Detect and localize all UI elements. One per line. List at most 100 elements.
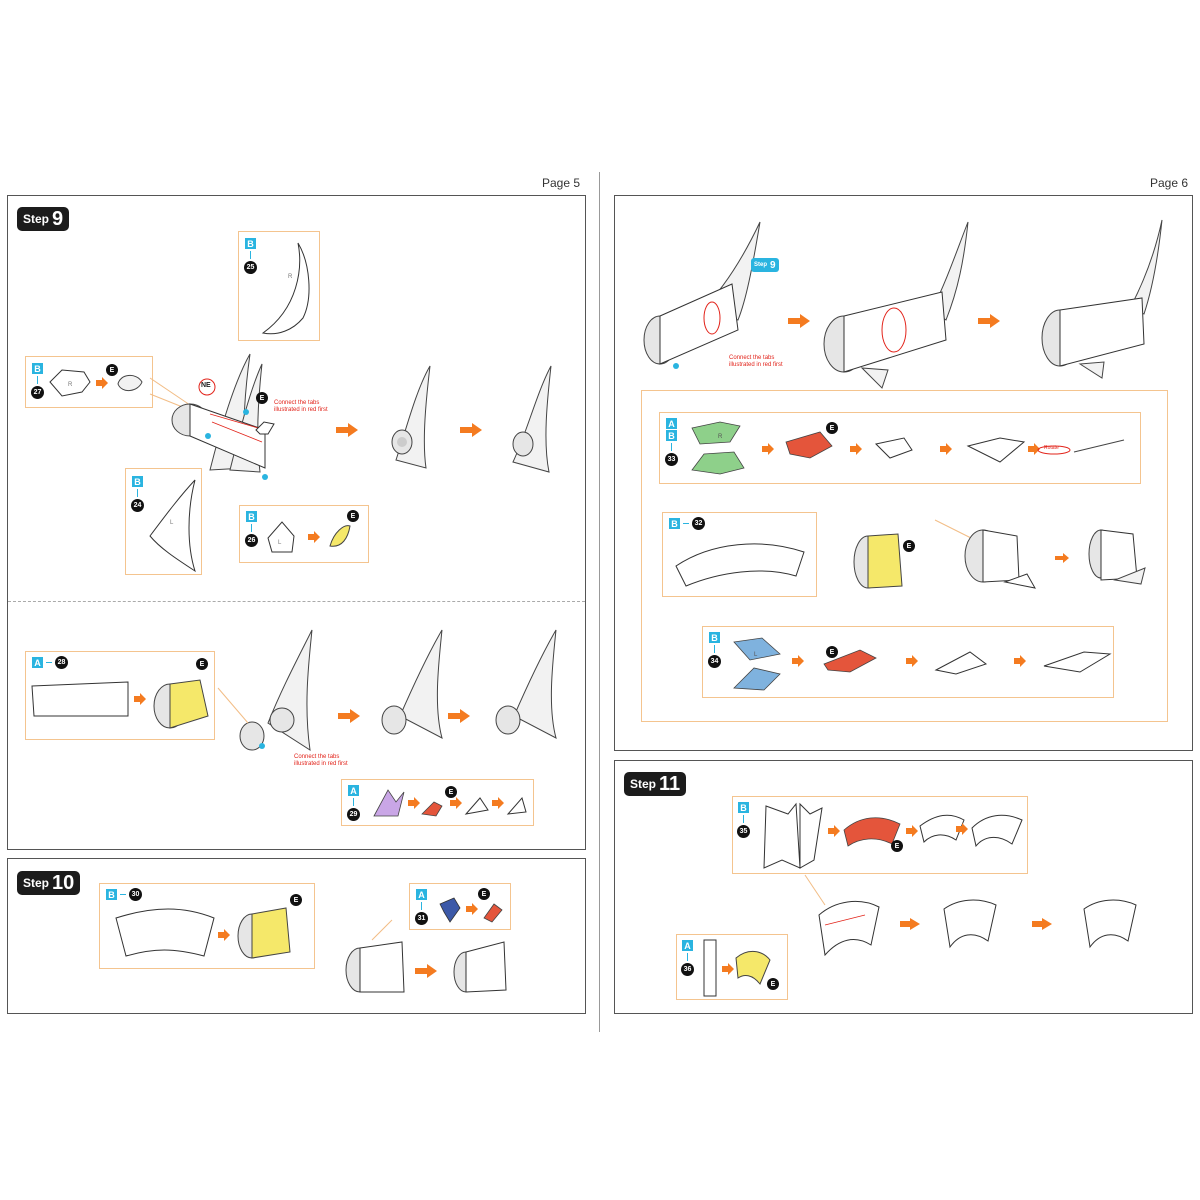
- tag-connector: [250, 251, 251, 259]
- tag-connector: [671, 443, 672, 451]
- arrow-right-icon: [448, 709, 470, 723]
- part-letter: R: [288, 274, 293, 280]
- part-29-piece: [373, 789, 527, 817]
- page-5-label: Page 5: [542, 176, 581, 190]
- dash: [683, 523, 689, 524]
- step-9b-assembly: [217, 629, 313, 752]
- inline-step-9-badge: Step 9: [751, 258, 779, 272]
- e-badge: E: [903, 540, 915, 552]
- hand-icon: [255, 421, 275, 435]
- connect-note: Connect the tabs illustrated in red firs…: [729, 355, 783, 368]
- part-30-piece: [115, 907, 291, 959]
- e-badge: E: [290, 894, 302, 906]
- part-number: 27: [31, 386, 44, 399]
- tag-connector: [37, 376, 38, 384]
- part-number: 35: [737, 825, 750, 838]
- part-34-piece: L: [733, 637, 1112, 691]
- sheet-tag: B: [106, 889, 117, 900]
- part-31-piece: [439, 897, 503, 923]
- part-35-piece: [763, 802, 1023, 869]
- sheet-tag: B: [246, 511, 257, 522]
- step-9b-result-1: [381, 629, 443, 739]
- step-11-badge: Step 11: [624, 772, 687, 796]
- e-badge: E: [891, 840, 903, 852]
- part-25-piece: R: [261, 242, 310, 335]
- part-number: 30: [129, 888, 142, 901]
- step-9b-result-2: [495, 629, 557, 739]
- arrow-right-icon: [900, 918, 920, 930]
- step-10-result: [453, 941, 507, 993]
- part-36-piece: [703, 939, 771, 997]
- step-9-badge: Step 9: [17, 207, 70, 231]
- part-number: 34: [708, 655, 721, 668]
- tag-connector: [421, 902, 422, 910]
- arrow-right-icon: [978, 314, 1000, 328]
- e-badge: E: [478, 888, 490, 900]
- section-divider: [8, 601, 585, 602]
- step-9-assembly: [149, 353, 268, 480]
- part-32-piece: [675, 543, 805, 587]
- page6-assembly-1: [643, 221, 761, 369]
- arrow-right-icon: [1055, 553, 1069, 563]
- step-9-result-2: [512, 365, 552, 473]
- tag-connector: [353, 798, 354, 806]
- dash: [46, 662, 52, 663]
- part-number: 29: [347, 808, 360, 821]
- arrow-right-icon: [788, 314, 810, 328]
- e-badge: E: [767, 978, 779, 990]
- connect-note: Connect the tabs illustrated in red firs…: [294, 754, 348, 767]
- sheet-tag: B: [666, 430, 677, 441]
- sheet-tag: A: [32, 657, 43, 668]
- sheet-tag: B: [709, 632, 720, 643]
- svg-text:R: R: [718, 434, 723, 440]
- rotate-label: Rotate: [1044, 445, 1059, 451]
- part-number: 26: [245, 534, 258, 547]
- tag-connector: [743, 815, 744, 823]
- sheet-tag: B: [245, 238, 256, 249]
- tag-connector: [137, 489, 138, 497]
- sheet-tag: A: [348, 785, 359, 796]
- arrow-right-icon: [336, 423, 358, 437]
- arrow-right-icon: [460, 423, 482, 437]
- part-32-assembled: [853, 533, 903, 589]
- step-9-result-1: [391, 365, 431, 469]
- part-number: 25: [244, 261, 257, 274]
- part-number: 31: [415, 912, 428, 925]
- page6-mid-result: [1088, 529, 1146, 585]
- sheet-tag: B: [738, 802, 749, 813]
- step-word: Step: [23, 212, 50, 226]
- ne-marker: [198, 378, 216, 396]
- step-11-result-2: [1083, 899, 1137, 949]
- step-number: 9: [770, 259, 776, 271]
- svg-text:L: L: [754, 652, 758, 658]
- part-27-piece: R: [49, 369, 143, 397]
- part-number: 36: [681, 963, 694, 976]
- e-badge: E: [445, 786, 457, 798]
- step-word: Step: [754, 262, 768, 268]
- e-badge: E: [196, 658, 208, 670]
- e-badge: E: [347, 510, 359, 522]
- part-28-piece: [31, 679, 209, 729]
- step-number: 11: [659, 772, 681, 795]
- e-badge: E: [106, 364, 118, 376]
- part-24-piece: L: [149, 479, 196, 573]
- connect-note: Connect the tabs illustrated in red firs…: [274, 400, 328, 413]
- e-badge: E: [826, 422, 838, 434]
- e-badge: E: [256, 392, 268, 404]
- svg-text:L: L: [170, 520, 174, 526]
- dash: [120, 894, 126, 895]
- step-10-badge: Step 10: [17, 871, 81, 895]
- sheet-tag: A: [682, 940, 693, 951]
- tag-connector: [687, 953, 688, 961]
- arrow-right-icon: [415, 964, 437, 978]
- page6-assembly-3: [1041, 219, 1163, 379]
- part-number: 28: [55, 656, 68, 669]
- part-number: 32: [692, 517, 705, 530]
- sheet-tag: A: [666, 418, 677, 429]
- tag-connector: [251, 524, 252, 532]
- step-number: 10: [52, 871, 75, 894]
- sheet-tag: B: [669, 518, 680, 529]
- part-33-piece: R Rotate: [691, 421, 1125, 475]
- step-word: Step: [23, 876, 50, 890]
- sheet-tag: A: [416, 889, 427, 900]
